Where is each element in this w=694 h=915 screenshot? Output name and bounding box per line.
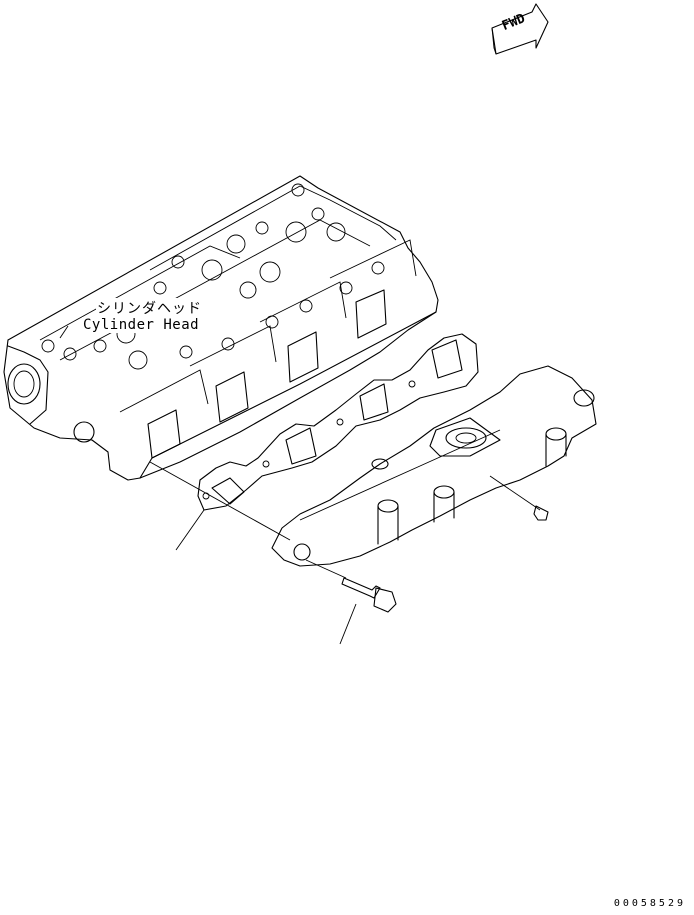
bolt-leader-line (339, 603, 357, 645)
gasket-leader-line (175, 509, 205, 551)
stud-bolt (489, 475, 549, 521)
exhaust-manifold (271, 365, 597, 567)
exhaust-manifold-gasket (197, 333, 479, 511)
head-exhaust-ports (119, 239, 417, 459)
drawing-code: 00058529 (613, 898, 686, 909)
cylinder-head-label-en: Cylinder Head (82, 317, 201, 333)
cylinder-head-label-jp: シリンダヘッド (96, 298, 203, 318)
head-bolt-bosses (41, 183, 385, 370)
fwd-arrow-icon (491, 3, 549, 55)
manifold-bolt (305, 559, 397, 613)
cylinder-head (3, 175, 439, 481)
